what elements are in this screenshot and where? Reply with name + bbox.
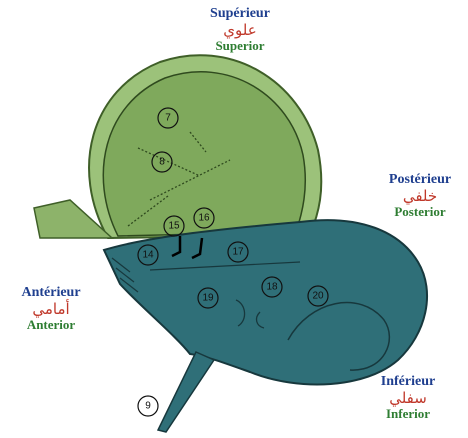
svg-text:17: 17 xyxy=(232,247,244,258)
anterior-en: Anterior xyxy=(6,318,96,333)
svg-text:20: 20 xyxy=(312,291,324,302)
posterior-ar: خلفي xyxy=(374,188,466,205)
label-inferior: Inférieur سفلي Inferior xyxy=(362,374,454,422)
marker-9: 9 xyxy=(138,396,158,416)
svg-text:7: 7 xyxy=(165,113,171,124)
posterior-en: Posterior xyxy=(374,205,466,220)
superior-en: Superior xyxy=(180,39,300,54)
anterior-fr: Antérieur xyxy=(6,285,96,301)
inferior-en: Inferior xyxy=(362,407,454,422)
label-superior: Supérieur علوي Superior xyxy=(180,6,300,54)
teal-main-body xyxy=(104,220,427,384)
superior-ar: علوي xyxy=(180,22,300,39)
svg-text:8: 8 xyxy=(159,157,165,168)
svg-text:14: 14 xyxy=(142,250,154,261)
svg-text:15: 15 xyxy=(168,221,180,232)
posterior-fr: Postérieur xyxy=(374,172,466,188)
svg-text:19: 19 xyxy=(202,293,214,304)
teal-styloid-process xyxy=(158,352,214,432)
inferior-fr: Inférieur xyxy=(362,374,454,390)
anterior-ar: أمامي xyxy=(6,301,96,318)
upper-green-structure xyxy=(34,55,321,238)
label-posterior: Postérieur خلفي Posterior xyxy=(374,172,466,220)
svg-text:9: 9 xyxy=(145,401,151,412)
inferior-ar: سفلي xyxy=(362,390,454,407)
superior-fr: Supérieur xyxy=(180,6,300,22)
svg-text:16: 16 xyxy=(198,213,210,224)
svg-text:18: 18 xyxy=(266,282,278,293)
label-anterior: Antérieur أمامي Anterior xyxy=(6,285,96,333)
